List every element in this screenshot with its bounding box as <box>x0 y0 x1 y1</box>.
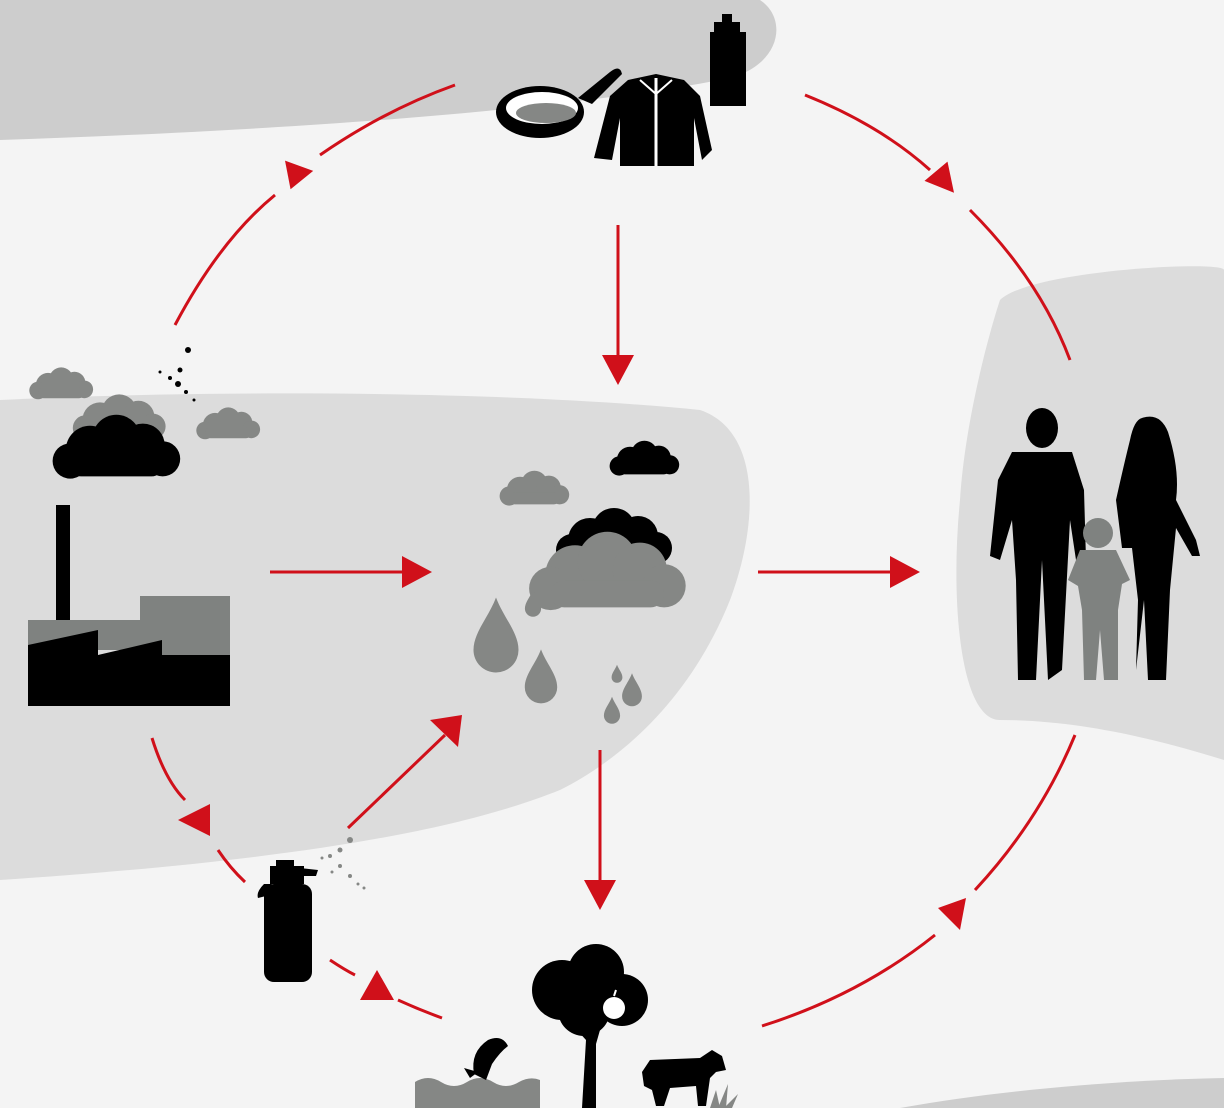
water-icon <box>415 1078 540 1108</box>
